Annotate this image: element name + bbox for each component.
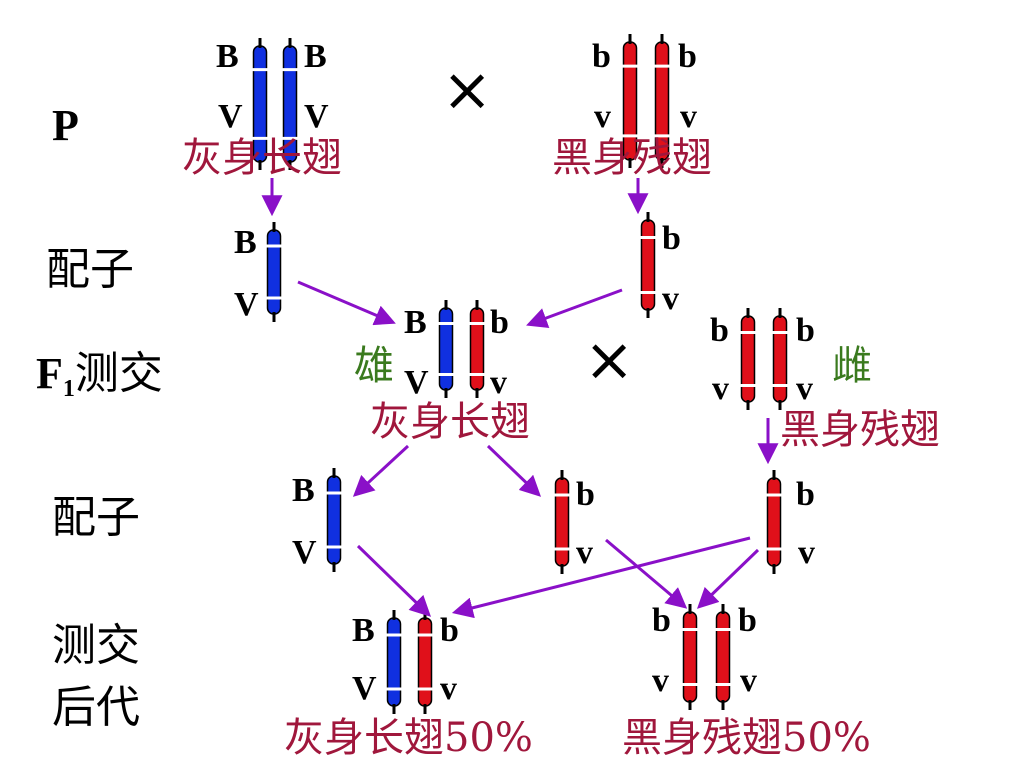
- chromosome-f1-male-1: [435, 300, 457, 398]
- chromosome-p-right-1: [619, 34, 641, 168]
- allele-f1-male-V: V: [404, 364, 429, 401]
- allele-p-left-V1: V: [218, 98, 243, 135]
- arrow-gamete-left-to-f1: [297, 280, 396, 326]
- arrow-gamete-b-to-offspring-right: [605, 538, 688, 609]
- allele-offspring-right-v1: v: [652, 662, 669, 699]
- phenotype-offspring-left: 灰身长翅50%: [284, 715, 533, 761]
- f1-letter: F: [36, 349, 63, 398]
- chromosome-p-left-2: [279, 38, 301, 170]
- arrow-gamete-c-to-offspring-right: [696, 548, 760, 609]
- allele-gamete2-c-b: b: [796, 476, 815, 513]
- arrows: [261, 178, 779, 619]
- allele-gamete1-right-b: b: [662, 220, 681, 257]
- arrow-gamete-c-to-offspring-left: [451, 536, 751, 619]
- f1-subscript: 1: [62, 376, 75, 402]
- row-label-offspring-2: 后代: [52, 682, 140, 733]
- phenotype-p-right: 黑身残翅: [552, 135, 712, 181]
- chromosome-gamete1-left: [263, 222, 285, 322]
- allele-f1-female-v1: v: [712, 370, 729, 407]
- chromosome-gamete2-a: [323, 468, 345, 572]
- chromosome-gamete1-right: [637, 212, 659, 318]
- chromosome-p-right-2: [651, 34, 673, 168]
- chromosome-offspring-right-2: [712, 604, 734, 710]
- cross-symbol-f1: ×: [584, 325, 635, 395]
- allele-p-left-B2: B: [304, 38, 327, 75]
- allele-gamete2-b-v: v: [576, 534, 593, 571]
- allele-p-left-B1: B: [216, 38, 239, 75]
- chromosome-p-left-1: [249, 38, 271, 170]
- allele-offspring-left-V: V: [352, 670, 377, 707]
- allele-offspring-right-v2: v: [740, 662, 757, 699]
- arrow-gamete-right-to-f1: [526, 288, 623, 329]
- row-label-f1: F1测交: [36, 349, 163, 402]
- allele-p-right-b1: b: [592, 38, 611, 75]
- chromosome-f1-female-2: [769, 308, 791, 410]
- chromosome-gamete2-c: [763, 470, 785, 574]
- allele-p-right-v2: v: [680, 98, 697, 135]
- allele-gamete2-a-B: B: [292, 472, 315, 509]
- row-label-gamete-1: 配子: [46, 244, 134, 295]
- allele-gamete2-a-V: V: [292, 534, 317, 571]
- chromosomes: [249, 34, 791, 714]
- allele-offspring-right-b2: b: [738, 602, 757, 639]
- chromosome-offspring-left-2: [414, 610, 436, 714]
- arrow-f1-male-to-gamete-a: [352, 444, 410, 497]
- arrow-f1-male-to-gamete-b: [486, 444, 542, 497]
- allele-f1-male-v: v: [490, 364, 507, 401]
- allele-p-right-b2: b: [678, 38, 697, 75]
- arrow-gamete-a-to-offspring: [356, 544, 432, 617]
- allele-gamete2-c-v: v: [798, 534, 815, 571]
- allele-f1-female-v2: v: [796, 370, 813, 407]
- allele-gamete1-left-B: B: [234, 224, 257, 261]
- chromosome-f1-female-1: [737, 308, 759, 410]
- allele-gamete2-b-b: b: [576, 476, 595, 513]
- chromosome-offspring-left-1: [383, 610, 405, 714]
- allele-offspring-left-b: b: [440, 612, 459, 649]
- allele-f1-female-b1: b: [710, 312, 729, 349]
- allele-f1-male-b: b: [490, 304, 509, 341]
- allele-offspring-right-b1: b: [652, 602, 671, 639]
- phenotype-p-left: 灰身长翅: [182, 135, 342, 181]
- allele-gamete1-left-V: V: [234, 286, 259, 323]
- allele-gamete1-right-v: v: [662, 280, 679, 317]
- cross-symbol-p: ×: [442, 55, 493, 125]
- phenotype-offspring-right: 黑身残翅50%: [622, 715, 871, 761]
- row-label-p: P: [52, 101, 79, 150]
- chromosome-offspring-right-1: [679, 604, 701, 710]
- phenotype-f1-right: 黑身残翅: [780, 407, 940, 453]
- f1-testcross: 测交: [74, 348, 163, 399]
- row-label-offspring-1: 测交: [52, 620, 140, 671]
- sex-label-male: 雄: [354, 343, 394, 389]
- allele-offspring-left-B: B: [352, 612, 375, 649]
- sex-label-female: 雌: [832, 343, 872, 389]
- chromosome-f1-male-2: [466, 300, 488, 398]
- allele-p-left-V2: V: [304, 98, 329, 135]
- row-label-gamete-2: 配子: [52, 492, 140, 543]
- chromosome-gamete2-b: [551, 470, 573, 574]
- phenotype-f1-left: 灰身长翅: [370, 399, 530, 445]
- allele-f1-male-B: B: [404, 304, 427, 341]
- allele-f1-female-b2: b: [796, 312, 815, 349]
- allele-offspring-left-v: v: [440, 670, 457, 707]
- allele-p-right-v1: v: [594, 98, 611, 135]
